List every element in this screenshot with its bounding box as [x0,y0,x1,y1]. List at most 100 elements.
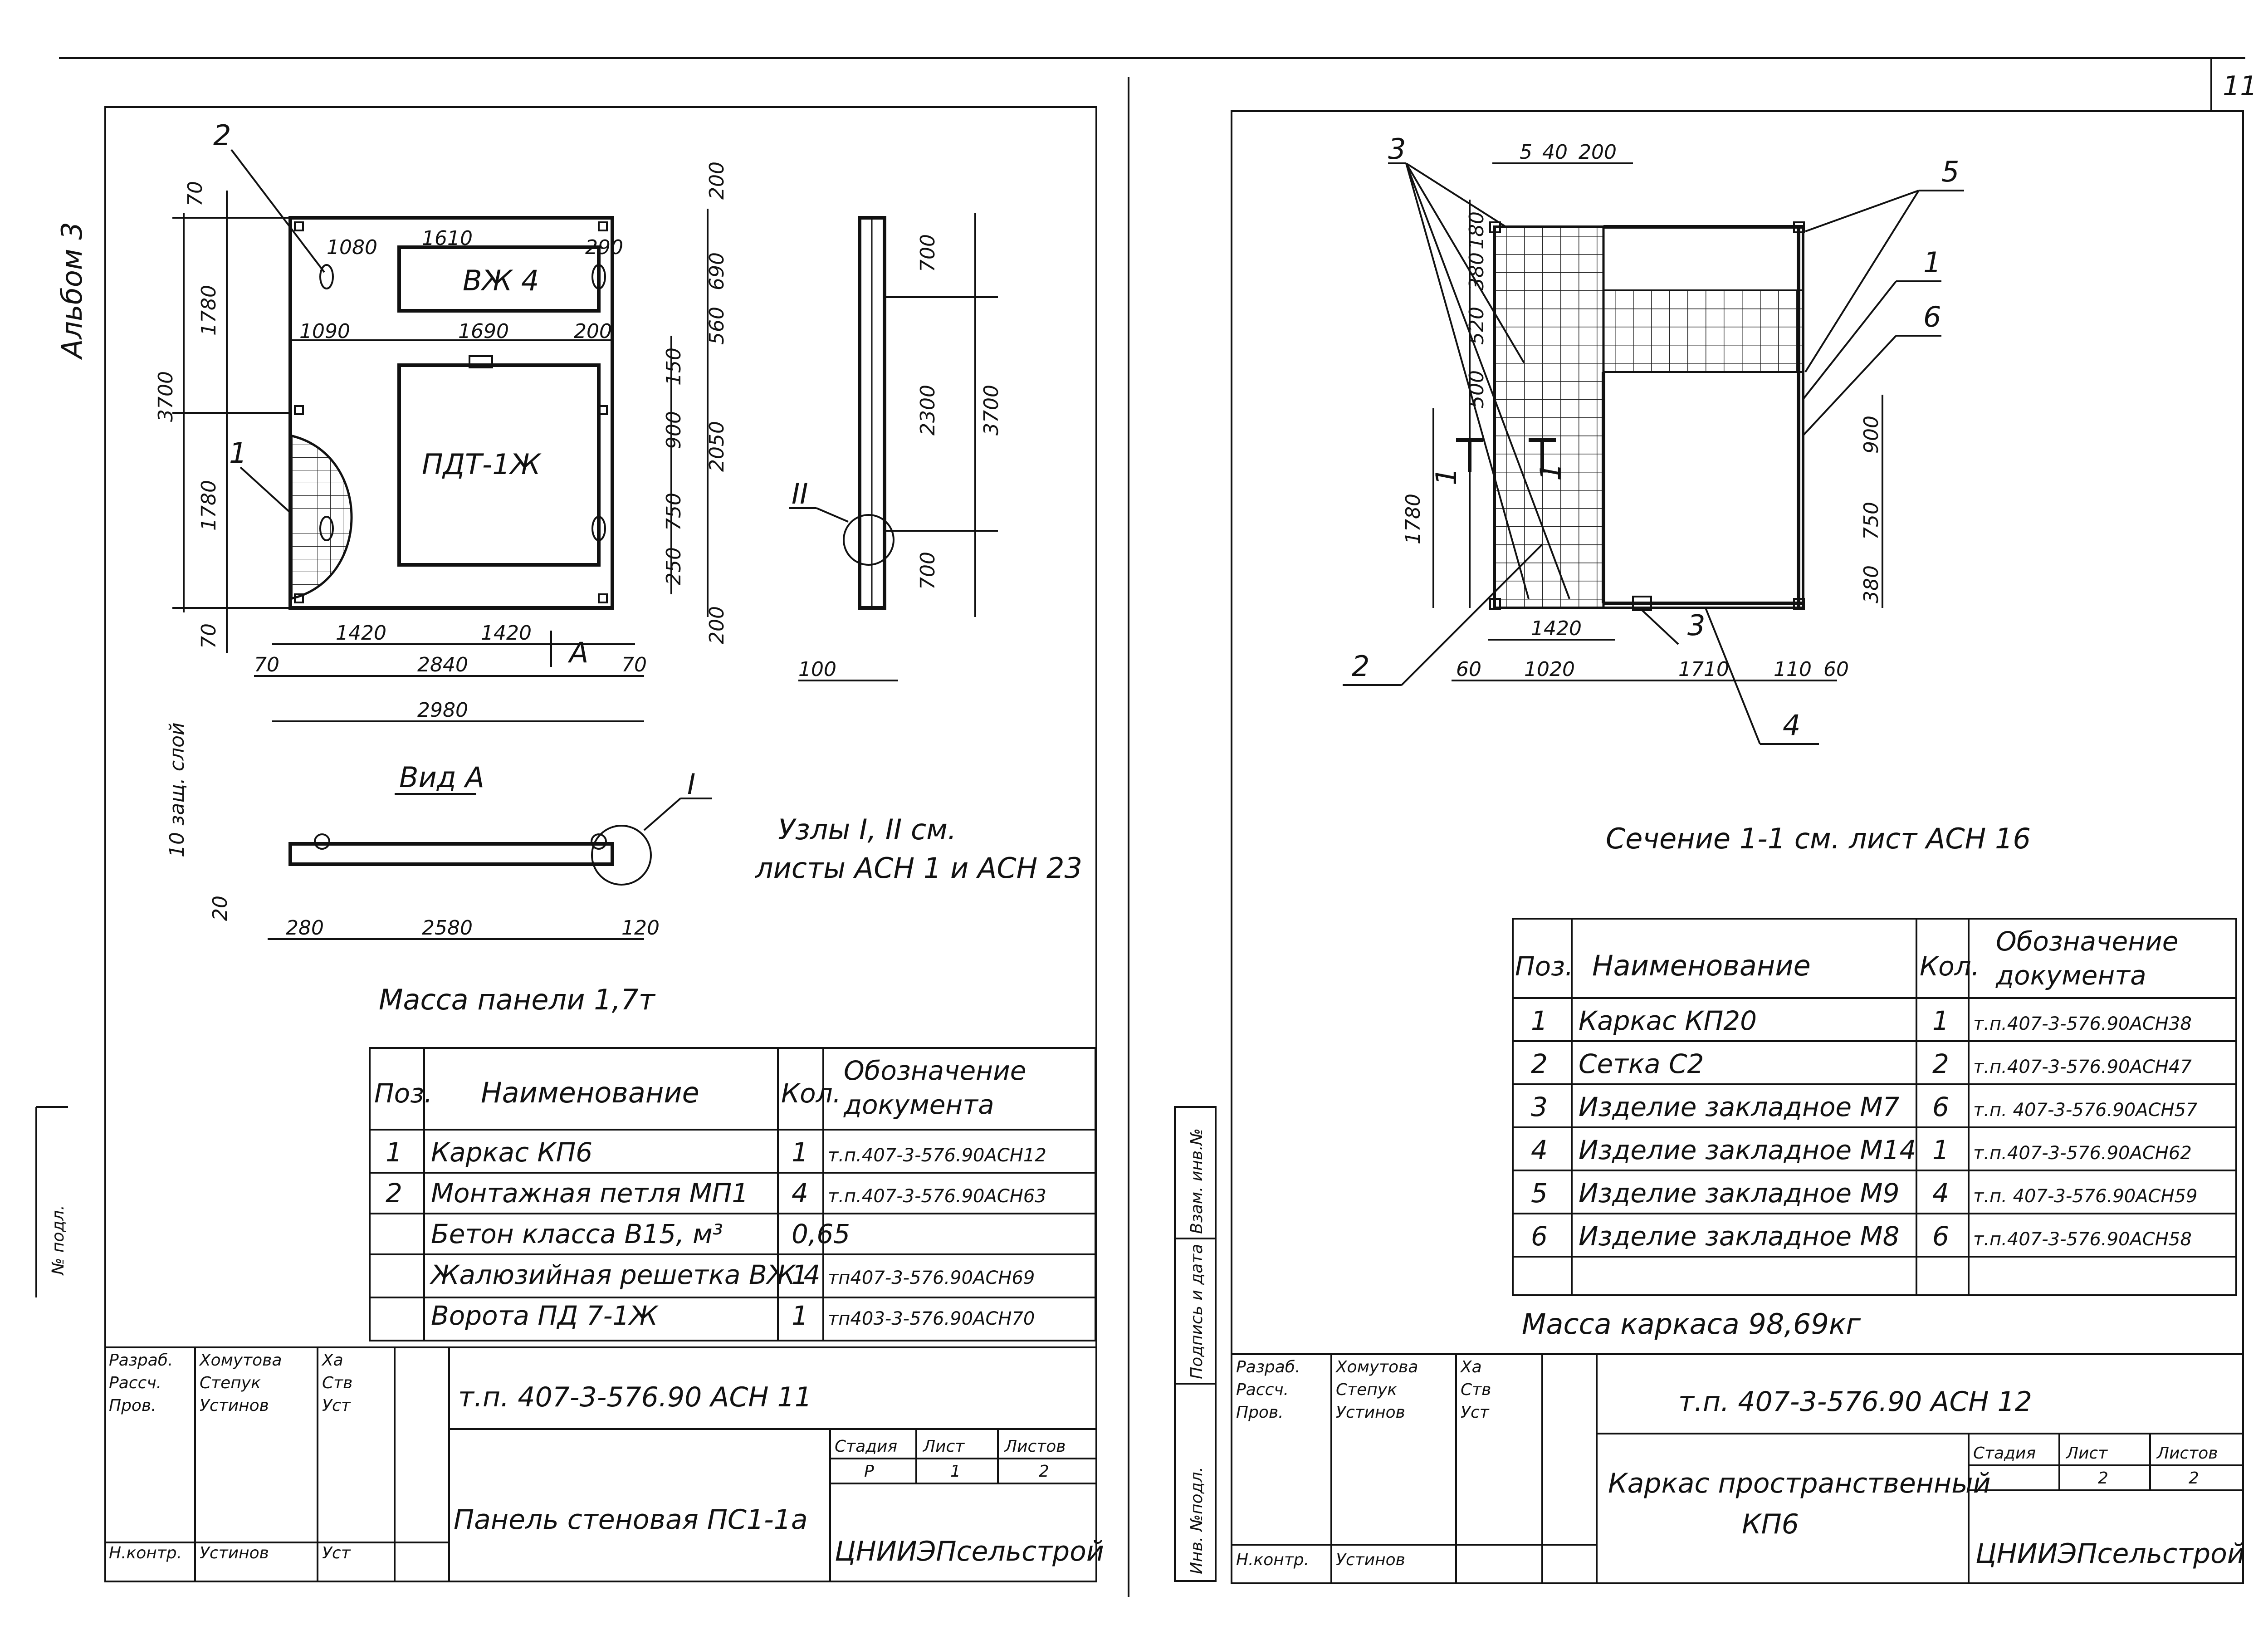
spec-row-name: Изделие закладное М9 [1579,1178,1900,1209]
vent-label: ВЖ 4 [463,264,539,297]
spec-row-pos: 3 [1531,1092,1548,1122]
mesh-c2 [1493,225,1605,609]
tb-sign: Уст [322,1544,351,1562]
tb-name: Степук [200,1374,261,1392]
elev-pos-2: 2 [213,119,231,152]
left-margin-inv: № подл. [49,1205,68,1276]
svg-text:200: 200 [705,162,728,200]
left-org: ЦНИИЭПсельстрой [835,1536,1104,1567]
svg-text:60: 60 [1456,658,1481,681]
svg-text:1: 1 [1534,463,1567,481]
cage-mass: Масса каркаса 98,69кг [1522,1307,1861,1341]
svg-text:3700: 3700 [980,385,1003,436]
svg-text:1710: 1710 [1678,658,1729,681]
tb-name: Устинов [1336,1551,1405,1569]
svg-text:100: 100 [798,658,836,681]
spec-row-doc: т.п.407-3-576.90АСН63 [828,1186,1046,1207]
reinforcement-cutaway [289,434,353,601]
svg-text:1: 1 [1923,246,1941,279]
svg-text:2840: 2840 [417,653,468,676]
svg-text:70: 70 [184,181,207,206]
gate-opening [397,363,601,567]
svg-text:1420: 1420 [336,622,386,645]
right-spec-table: Поз. Наименование Кол. Обозначение докум… [1512,918,2237,1296]
svg-text:150: 150 [662,348,685,386]
right-org: ЦНИИЭПсельстрой [1975,1538,2245,1570]
svg-text:Взам. инв.№: Взам. инв.№ [1188,1128,1206,1234]
node-2-label: II [792,477,808,510]
panel-elevation: 1610 ВЖ 4 ПДТ-1Ж 1080 290 1090 1690 200 … [154,119,728,722]
spec-row-doc: т.п. 407-3-576.90АСН59 [1973,1186,2198,1207]
spec-row-doc: тп407-3-576.90АСН69 [828,1268,1035,1288]
spec-row-name: Каркас КП6 [431,1137,592,1168]
svg-text:2: 2 [2189,1469,2199,1488]
spec-row-name: Бетон класса В15, м³ [431,1219,723,1249]
svg-text:280: 280 [286,916,324,940]
spec-row-qty: 4 [792,1178,808,1209]
tb-name: Устинов [200,1396,269,1415]
spec-row-pos: 1 [1531,1005,1548,1036]
svg-text:Подпись и дата: Подпись и дата [1188,1244,1206,1379]
tb-sign: Ха [1460,1358,1482,1376]
svg-text:900: 900 [1860,416,1883,454]
spec-row-doc: т.п.407-3-576.90АСН47 [1973,1057,2192,1077]
vent-grille-opening [397,245,601,313]
svg-text:70: 70 [621,653,647,676]
svg-text:Наименование: Наименование [1592,949,1811,982]
left-doc-code: т.п. 407-3-576.90 АСН 11 [458,1381,812,1413]
album-label: Альбом 3 [55,222,88,360]
spec-row-qty: 1 [1932,1135,1949,1165]
spec-row-name: Изделие закладное М8 [1579,1221,1900,1252]
tb-name: Устинов [200,1544,269,1562]
svg-text:70: 70 [197,623,220,649]
svg-text:1690: 1690 [458,320,509,343]
tb-name: Степук [1336,1380,1397,1399]
mid-margin-strip: Инв. №подл. Подпись и дата Взам. инв.№ [1174,1106,1217,1582]
panel-mass: Масса панели 1,7т [379,983,656,1016]
node-2-circle [843,514,894,566]
svg-text:1: 1 [1430,468,1463,485]
spec-row-doc: т.п.407-3-576.90АСН12 [828,1145,1046,1166]
tb-sign: Ств [1461,1380,1491,1399]
svg-text:200: 200 [1579,141,1617,164]
spec-row-name: Изделие закладное М14 [1579,1135,1916,1165]
svg-text:3: 3 [1687,609,1705,642]
spec-row-doc: т.п.407-3-576.90АСН38 [1973,1013,2192,1034]
svg-text:Обозначение: Обозначение [844,1055,1026,1086]
tb-name: Хомутова [199,1351,282,1370]
section-note: Сечение 1-1 см. лист АСН 16 [1606,822,2031,855]
tb-role: Пров. [109,1396,156,1415]
tb-role: Рассч. [109,1374,161,1392]
svg-text:1780: 1780 [197,480,220,531]
spec-row-name: Монтажная петля МП1 [431,1178,748,1209]
svg-text:6: 6 [1923,300,1941,333]
svg-text:4: 4 [1783,709,1800,742]
svg-text:3: 3 [1388,132,1406,166]
nodes-note-2: листы АСН 1 и АСН 23 [755,852,1082,885]
spec-row-pos: 1 [386,1137,402,1168]
tb-role: Н.контр. [1236,1551,1309,1569]
tb-name: Устинов [1336,1403,1405,1422]
spec-row-qty: 4 [1932,1178,1949,1209]
nodes-note-1: Узлы I, II см. [778,813,957,846]
svg-text:Листов: Листов [2156,1444,2218,1463]
tb-role: Рассч. [1236,1380,1289,1399]
spec-row-name: Ворота ПД 7-1Ж [431,1300,659,1331]
svg-text:200: 200 [574,320,612,343]
svg-text:Наименование: Наименование [481,1076,699,1109]
svg-text:Стадия: Стадия [835,1437,897,1456]
cage-plan: 3 5 1 6 2 3 4 180 380 520 500 1780 900 7… [1343,132,1964,745]
svg-text:документа: документа [1995,960,2146,991]
left-spec-table: Поз. Наименование Кол. Обозначение докум… [369,1047,1096,1341]
spec-row-qty: 1 [1932,1005,1949,1036]
tb-sign: Уст [1461,1403,1490,1422]
svg-text:500: 500 [1465,370,1488,408]
spec-row-name: Сетка С2 [1579,1048,1704,1079]
svg-text:750: 750 [662,493,685,531]
spec-row-qty: 1 [792,1259,808,1290]
svg-text:документа: документа [843,1089,994,1120]
svg-text:2050: 2050 [705,421,728,472]
svg-text:10 защ. слой: 10 защ. слой [166,722,189,857]
